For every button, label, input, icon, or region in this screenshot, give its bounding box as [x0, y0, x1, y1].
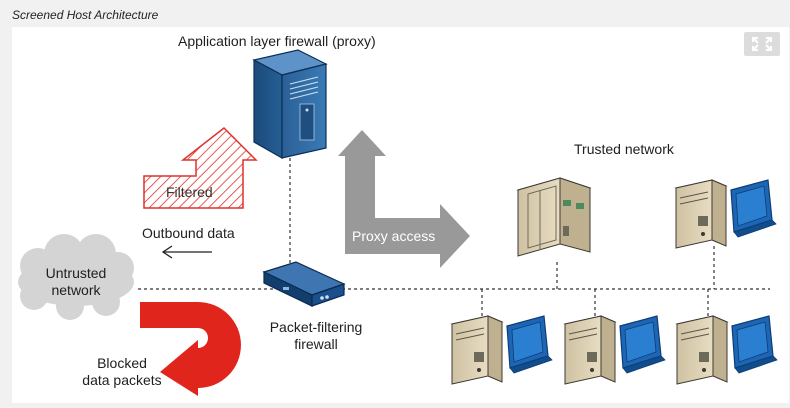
outbound-arrow-icon: [161, 245, 212, 259]
router-icon: [262, 261, 346, 307]
filtered-label: Filtered: [166, 184, 213, 200]
packet-filtering-label: Packet-filtering firewall: [256, 319, 376, 353]
proxy-access-label: Proxy access: [352, 228, 436, 244]
blocked-label: Blocked data packets: [74, 355, 170, 389]
expand-icon: [752, 37, 772, 51]
workstation-icon: [675, 179, 777, 249]
untrusted-line1: Untrusted: [45, 265, 107, 281]
network-links: [138, 158, 770, 318]
blocked-line2: data packets: [82, 372, 162, 388]
figure-caption: Screened Host Architecture: [12, 8, 159, 22]
blocked-arrow: [140, 302, 241, 396]
proxy-access-arrow: [338, 130, 470, 268]
packet-filter-line1: Packet-filtering: [269, 319, 363, 335]
workstation-icon: [451, 315, 553, 385]
server-icon: [252, 49, 328, 160]
blocked-line1: Blocked: [97, 355, 147, 371]
untrusted-line2: network: [51, 282, 101, 298]
packet-filter-line2: firewall: [294, 336, 338, 352]
trusted-server-icon: [516, 177, 592, 257]
trusted-network-label: Trusted network: [574, 141, 674, 157]
filtered-arrow: [143, 127, 258, 209]
untrusted-network-label: Untrusted network: [36, 265, 116, 299]
app-firewall-label: Application layer firewall (proxy): [178, 33, 376, 49]
workstation-icon: [676, 315, 778, 385]
outbound-data-label: Outbound data: [142, 225, 235, 241]
cloud-icon: [18, 234, 134, 320]
workstation-icon: [564, 315, 666, 385]
expand-button[interactable]: [744, 32, 780, 56]
